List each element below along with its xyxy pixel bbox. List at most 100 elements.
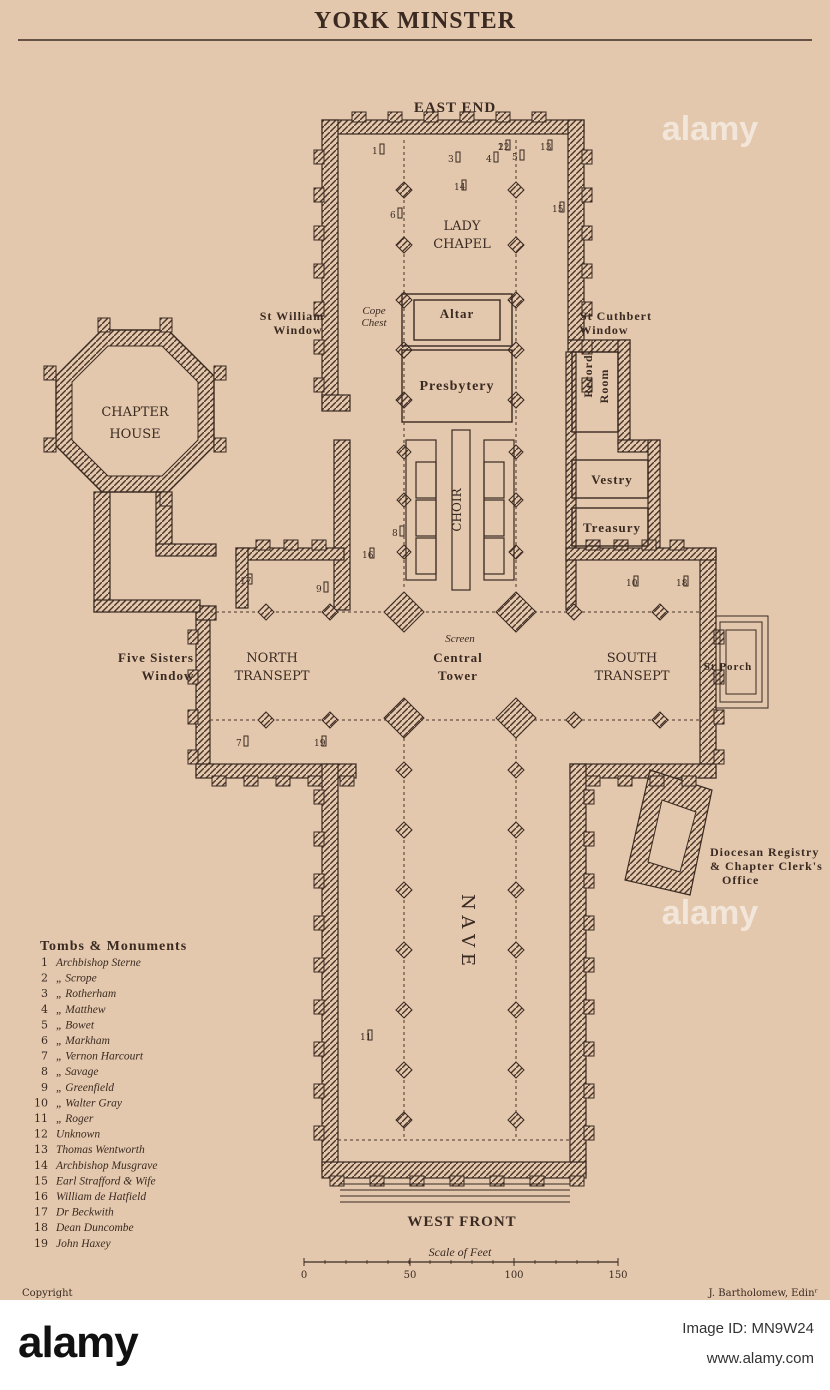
tomb-marker — [547, 139, 553, 151]
buttress — [387, 111, 403, 123]
buttress — [313, 957, 325, 973]
pier — [507, 1001, 525, 1019]
legend-entry: „ Savage — [56, 1066, 98, 1078]
label-chapel: CHAPEL — [433, 237, 491, 252]
buttress — [713, 629, 725, 645]
buttress — [581, 187, 593, 203]
label-st-william-window: Window — [273, 323, 322, 337]
tomb-marker — [321, 735, 327, 747]
site-url[interactable]: www.alamy.com — [706, 1350, 814, 1367]
buttress — [339, 775, 355, 787]
pier — [651, 603, 669, 621]
pier — [507, 881, 525, 899]
legend-number: 1 — [41, 956, 48, 969]
buttress — [43, 437, 57, 453]
map-sheet: YORK MINSTER — [0, 0, 830, 1300]
label-altar: Altar — [440, 306, 475, 321]
tomb-number: 18 — [676, 579, 688, 589]
scale-title: Scale of Feet — [429, 1245, 492, 1259]
pier — [507, 821, 525, 839]
tomb-marker — [397, 207, 403, 219]
label-vestry: Vestry — [591, 472, 633, 487]
tomb-number: 6 — [390, 211, 396, 221]
buttress — [531, 111, 547, 123]
choir-stalls — [405, 429, 515, 591]
map-title: YORK MINSTER — [314, 8, 516, 34]
pier — [395, 881, 413, 899]
pier — [396, 444, 412, 460]
buttress — [613, 539, 629, 551]
pier — [565, 603, 583, 621]
label-choir: CHOIR — [450, 487, 464, 531]
buttress — [581, 301, 593, 317]
tomb-number: 16 — [362, 551, 374, 561]
buttress — [713, 709, 725, 725]
alamy-logo[interactable]: alamy — [18, 1318, 139, 1367]
pier — [396, 544, 412, 560]
pier — [395, 291, 413, 309]
legend-entry: William de Hatfield — [56, 1191, 146, 1203]
buttresses — [43, 111, 725, 1187]
legend-number: 13 — [34, 1143, 48, 1156]
legend-number: 15 — [34, 1174, 48, 1187]
tomb-number: 2 — [498, 143, 504, 153]
buttress — [213, 437, 227, 453]
pier — [395, 236, 413, 254]
pier — [395, 761, 413, 779]
buttress — [213, 365, 227, 381]
buttress — [313, 999, 325, 1015]
buttress — [569, 1175, 585, 1187]
label-five-sisters-window: Window — [142, 668, 195, 683]
buttress — [313, 187, 325, 203]
buttress — [255, 539, 271, 551]
buttress — [211, 775, 227, 787]
label-office: Office — [722, 873, 759, 887]
buttress — [581, 263, 593, 279]
label-st-william: St William — [260, 309, 325, 323]
pier — [507, 236, 525, 254]
scale-label: 50 — [404, 1270, 417, 1281]
piers — [257, 181, 669, 1129]
pier — [257, 711, 275, 729]
buttress — [97, 317, 111, 333]
buttress — [583, 873, 595, 889]
legend-entry: „ Markham — [56, 1035, 110, 1047]
legend-entry: Dean Duncombe — [55, 1222, 134, 1234]
label-screen: Screen — [445, 633, 475, 645]
buttress — [583, 1083, 595, 1099]
buttress — [449, 1175, 465, 1187]
label-north: NORTH — [246, 651, 298, 666]
tomb-number: 12 — [498, 143, 509, 153]
pier — [383, 697, 425, 739]
tomb-number: 11 — [360, 1033, 371, 1043]
legend-entry: Archbishop Sterne — [55, 957, 141, 969]
pier — [565, 711, 583, 729]
label-chest: Chest — [361, 317, 387, 329]
tomb-number: 13 — [540, 143, 552, 153]
legend-entry: Dr Beckwith — [55, 1207, 114, 1219]
copyright-note: Copyright — [22, 1288, 73, 1299]
buttress — [495, 111, 511, 123]
buttress — [329, 1175, 345, 1187]
pier — [508, 444, 524, 460]
legend-entry: „ Rotherham — [56, 988, 116, 1000]
buttress — [641, 539, 657, 551]
buttress — [581, 339, 593, 355]
buttress — [187, 749, 199, 765]
south-porch — [715, 615, 769, 709]
label-house: HOUSE — [109, 427, 160, 442]
buttress — [459, 111, 475, 123]
west-steps — [340, 1183, 570, 1203]
pier — [507, 391, 525, 409]
buttress — [43, 365, 57, 381]
label-st-porch: St Porch — [704, 661, 752, 673]
buttress — [617, 775, 633, 787]
pier — [321, 603, 339, 621]
buttress — [351, 111, 367, 123]
legend-number: 5 — [41, 1018, 48, 1031]
buttress — [583, 957, 595, 973]
watermark-top-right: alamy — [662, 110, 758, 148]
pier — [383, 591, 425, 633]
buttress — [583, 915, 595, 931]
